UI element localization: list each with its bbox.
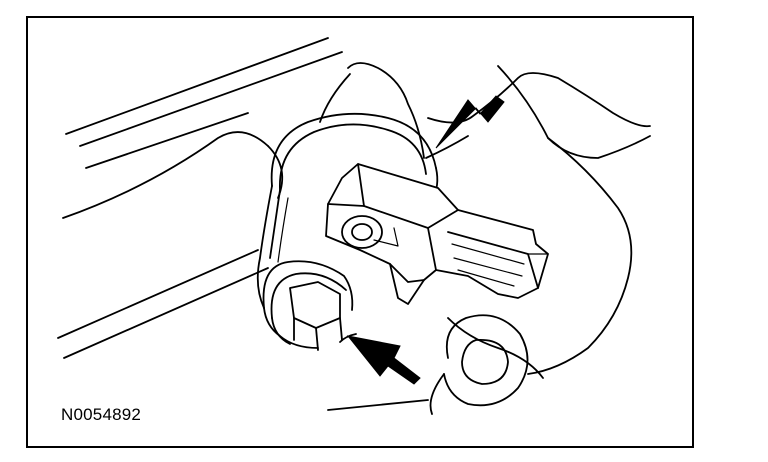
figure-id-label: N0054892 (61, 405, 142, 424)
sensor-body (256, 112, 439, 309)
lower-arrow (339, 333, 421, 385)
upper-arrow (425, 95, 505, 159)
mount-boss (429, 314, 529, 415)
mounting-flange (319, 62, 651, 379)
sensor-line-drawing (57, 37, 651, 415)
sensor-connector (325, 163, 549, 305)
hex-bolt (262, 260, 354, 351)
illustration-frame: N0054892 (26, 16, 694, 448)
